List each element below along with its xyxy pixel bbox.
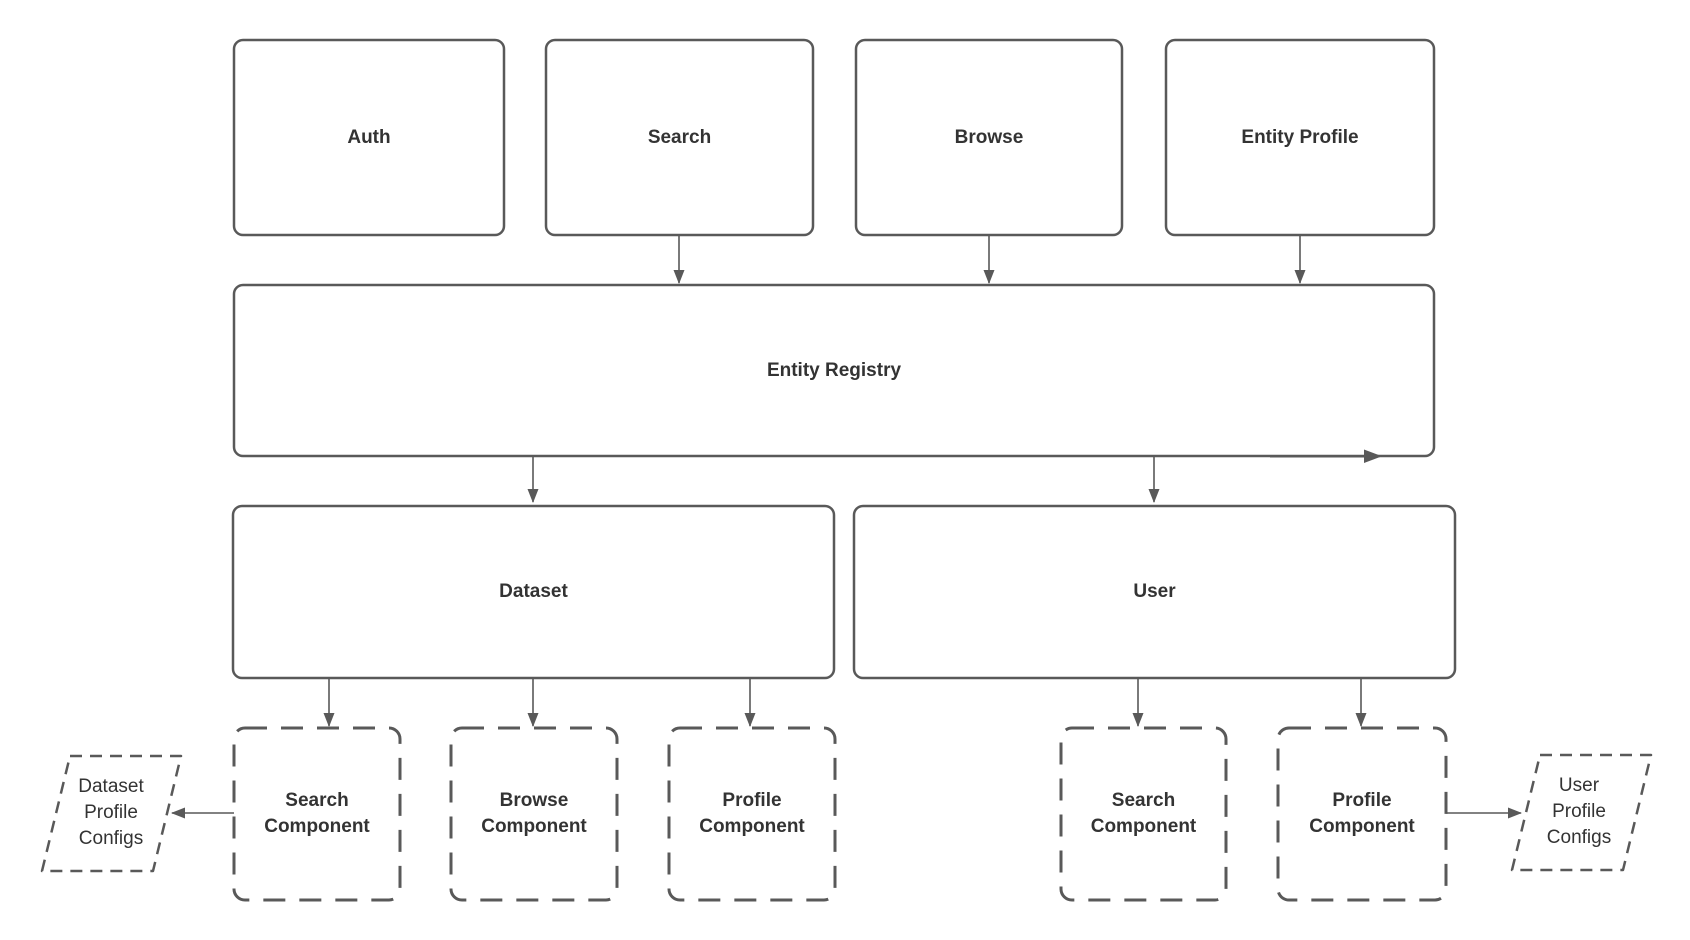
user-search-component-node (1059, 726, 1228, 902)
entity-profile-node (1164, 38, 1436, 237)
user-node (852, 504, 1457, 680)
browse-node (854, 38, 1124, 237)
auth-node (232, 38, 506, 237)
entity-registry-node (232, 283, 1436, 458)
user-profile-configs-node (1510, 753, 1653, 872)
arrow-registry-bottom-right (1270, 449, 1382, 463)
dataset-node (231, 504, 836, 680)
dataset-profile-component-node (667, 726, 837, 902)
user-profile-component-node (1276, 726, 1448, 902)
dataset-browse-component-node (449, 726, 619, 902)
dataset-search-component-node (232, 726, 402, 902)
search-node (544, 38, 815, 237)
right-arrowhead-icon (1364, 449, 1382, 463)
dataset-profile-configs-node (40, 754, 183, 873)
